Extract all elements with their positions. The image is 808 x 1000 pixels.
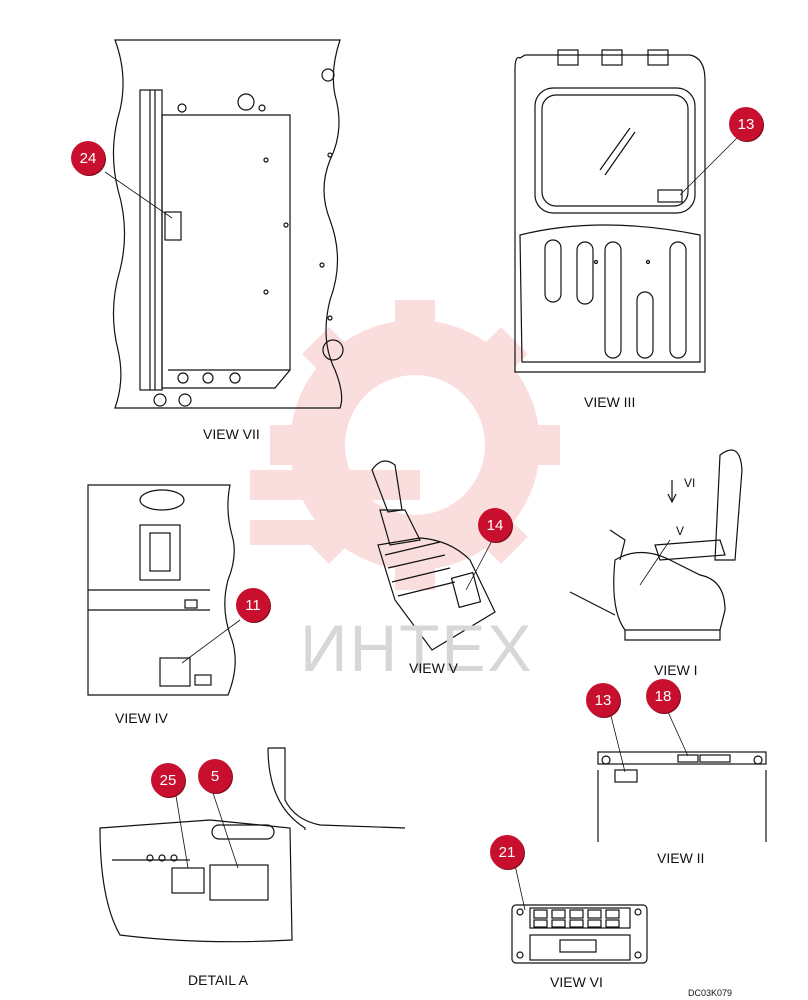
view-iv-drawing xyxy=(87,484,241,696)
callout-24: 24 xyxy=(71,141,105,175)
view-vii-label: VIEW VII xyxy=(203,426,260,442)
drawing-code: DC03K079 xyxy=(688,988,733,998)
callout-11: 11 xyxy=(236,588,270,622)
view-ii-label: VIEW II xyxy=(657,850,705,866)
detail-a-drawing xyxy=(99,747,406,943)
view-vi-drawing xyxy=(511,864,648,964)
callout-13-top: 13 xyxy=(729,107,763,141)
view-iii-label: VIEW III xyxy=(584,394,636,410)
callout-13-bottom: 13 xyxy=(586,683,620,717)
detail-a-label: DETAIL A xyxy=(188,972,248,988)
view-v-marker-label: V xyxy=(676,524,685,538)
view-vii-drawing xyxy=(104,39,344,409)
view-ii-drawing xyxy=(597,711,767,842)
callout-21: 21 xyxy=(490,835,524,869)
view-iv-label: VIEW IV xyxy=(115,710,168,726)
view-i-label: VIEW I xyxy=(654,662,698,678)
view-vi-label: VIEW VI xyxy=(550,974,603,990)
callout-5: 5 xyxy=(198,759,232,793)
view-vi-arrow-label: VI xyxy=(684,476,696,490)
view-v-drawing xyxy=(371,460,496,651)
watermark-text: ИНТЕХ xyxy=(300,611,534,685)
callout-18: 18 xyxy=(646,679,680,713)
callout-14: 14 xyxy=(478,508,512,542)
view-iii-drawing xyxy=(514,49,741,373)
view-v-label: VIEW V xyxy=(409,660,459,676)
callout-25: 25 xyxy=(151,763,185,797)
view-i-drawing xyxy=(569,449,743,641)
watermark-gear-icon xyxy=(250,300,560,590)
